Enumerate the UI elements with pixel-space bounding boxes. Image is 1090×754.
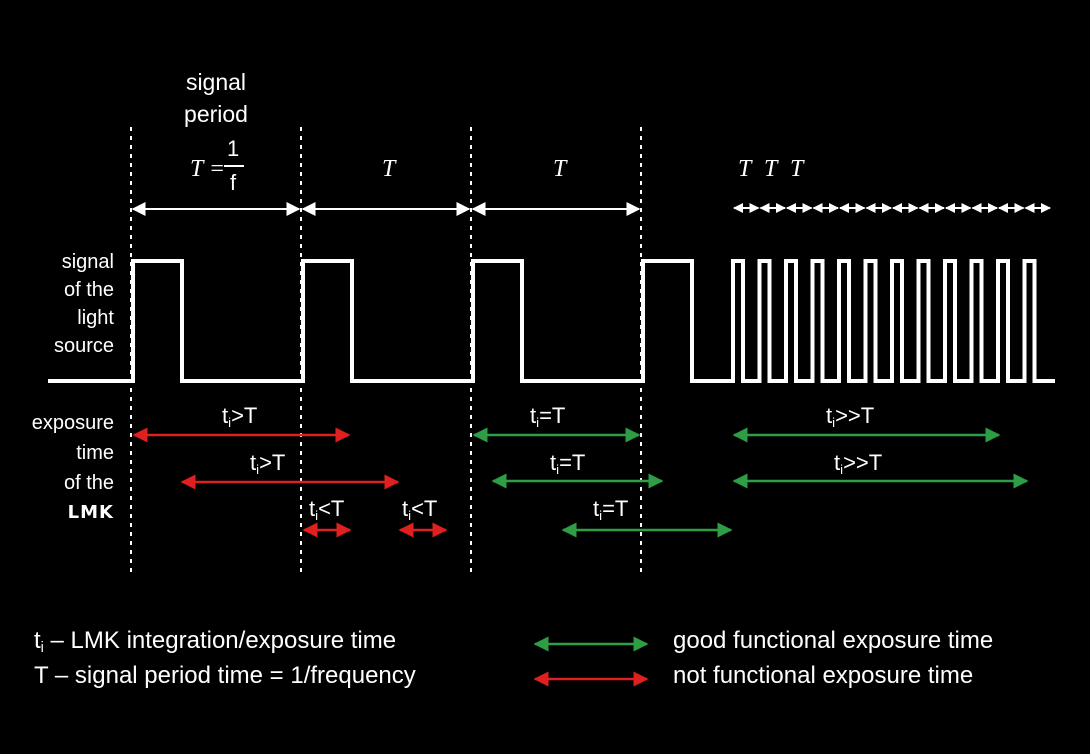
- legend-ti-text: – LMK integration/exposure time: [43, 627, 397, 654]
- measure-label-ti-gg-t: ti>>T: [826, 403, 874, 430]
- fraction-numerator: 1: [227, 136, 240, 161]
- measure-t: t: [222, 403, 229, 428]
- signal-row-line-4: source: [53, 335, 114, 357]
- measure-rel: >T: [231, 403, 258, 428]
- measure-t: t: [593, 496, 600, 521]
- measure-label-ti-eq-t: ti=T: [593, 496, 628, 523]
- signal-row-line-1: signal: [61, 251, 114, 273]
- measure-t: t: [250, 450, 257, 475]
- short-period-label-3: T: [790, 156, 804, 182]
- period-label-2: T: [382, 156, 396, 182]
- measure-rel: <T: [318, 496, 345, 521]
- measure-rel: >>T: [843, 450, 883, 475]
- measure-i: i: [599, 508, 603, 523]
- measure-i: i: [256, 462, 260, 477]
- measure-label-ti-lt-t: ti<T: [402, 496, 437, 523]
- measure-label-ti-lt-t: ti<T: [309, 496, 344, 523]
- measure-label-ti-gg-t: ti>>T: [834, 450, 882, 477]
- measure-i: i: [228, 415, 232, 430]
- legend-t-definition: T – signal period time = 1/frequency: [34, 662, 416, 689]
- period-formula-t: T =: [190, 156, 226, 182]
- measure-t: t: [550, 450, 557, 475]
- measure-label-ti-eq-t: ti=T: [530, 403, 565, 430]
- measure-t: t: [530, 403, 537, 428]
- short-period-label-2: T: [764, 156, 778, 182]
- legend-good-label: good functional exposure time: [673, 627, 994, 654]
- signal-period-line-2: period: [184, 101, 248, 127]
- measure-t: t: [402, 496, 409, 521]
- exposure-row-label: exposure time of the LMK: [6, 408, 114, 528]
- exposure-row-line-3: of the: [63, 472, 114, 494]
- measure-rel: <T: [411, 496, 438, 521]
- period-label-3: T: [553, 156, 567, 182]
- exposure-row-line-2: time: [76, 442, 114, 464]
- measure-t: t: [309, 496, 316, 521]
- measure-i: i: [408, 508, 412, 523]
- measure-label-ti-gt-t: ti>T: [222, 403, 257, 430]
- measure-rel: =T: [602, 496, 629, 521]
- fraction-bar: [224, 165, 244, 167]
- short-period-label-1: T: [738, 156, 752, 182]
- measure-t: t: [826, 403, 833, 428]
- measure-i: i: [832, 415, 836, 430]
- signal-row-label: signal of the light source: [30, 248, 114, 360]
- measure-i: i: [315, 508, 319, 523]
- measure-rel: >>T: [835, 403, 875, 428]
- lmk-logo: LMK: [67, 502, 114, 523]
- measure-i: i: [556, 462, 560, 477]
- legend-i: i: [40, 640, 44, 656]
- measure-label-ti-eq-t: ti=T: [550, 450, 585, 477]
- light-source-signal: [48, 259, 1055, 383]
- legend-ti-definition: ti – LMK integration/exposure time: [34, 627, 396, 656]
- exposure-row-line-1: exposure: [31, 412, 114, 434]
- signal-row-line-2: of the: [63, 279, 114, 301]
- signal-period-label: signal period: [166, 66, 266, 130]
- measure-i: i: [840, 462, 844, 477]
- signal-row-line-3: light: [77, 307, 114, 329]
- fraction-denominator: f: [230, 170, 237, 195]
- measure-rel: >T: [259, 450, 286, 475]
- measure-label-ti-gt-t: ti>T: [250, 450, 285, 477]
- legend-bad-label: not functional exposure time: [673, 662, 974, 689]
- measure-i: i: [536, 415, 540, 430]
- measure-t: t: [834, 450, 841, 475]
- signal-period-line-1: signal: [185, 69, 247, 95]
- measure-rel: =T: [559, 450, 586, 475]
- legend-t: t: [34, 627, 41, 654]
- measure-rel: =T: [539, 403, 566, 428]
